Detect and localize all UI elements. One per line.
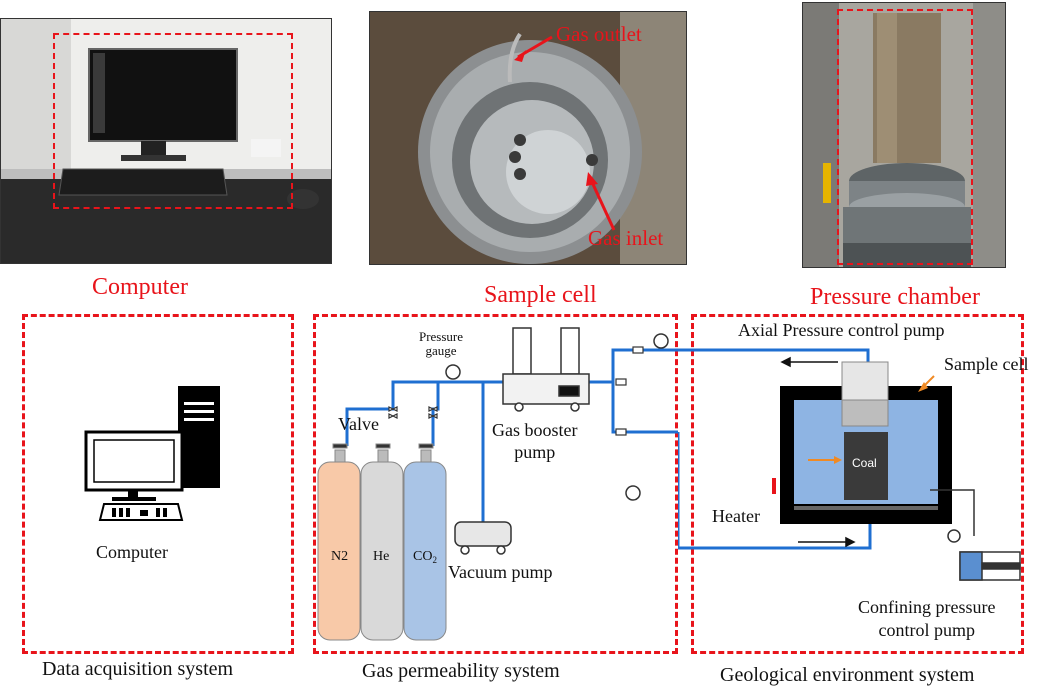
valve-label: Valve	[338, 414, 379, 434]
sample-cell-title: Sample cell	[484, 282, 597, 308]
coal-label: Coal	[852, 456, 877, 470]
pressure-chamber-photo-highlight	[837, 9, 973, 265]
gas-cylinders	[317, 443, 447, 641]
confining-pump-text: Confining pressure control pump	[858, 597, 996, 640]
confining-pump-label: Confining pressure control pump	[858, 596, 995, 642]
gas-booster-pump-text: Gas booster pump	[492, 420, 578, 462]
computer-photo	[0, 18, 332, 264]
computer-photo-drawing	[1, 19, 331, 263]
data-acquisition-box	[22, 314, 294, 654]
computer-title: Computer	[92, 274, 188, 300]
geological-environment-box	[691, 314, 1024, 654]
pressure-chamber-photo	[802, 2, 1006, 268]
sample-cell-label: Sample cell	[944, 354, 1029, 374]
cylinder-he-label: He	[373, 549, 389, 564]
computer-photo-highlight	[53, 33, 293, 209]
sample-cell-photo: Gas outlet Gas inlet	[369, 11, 687, 265]
pressure-chamber-title: Pressure chamber	[810, 284, 980, 310]
vacuum-pump-label: Vacuum pump	[448, 562, 553, 582]
pressure-gauge-text: Pressure gauge	[418, 329, 464, 358]
cylinder-n2-label: N2	[331, 549, 348, 564]
heater-icon	[772, 478, 776, 494]
axial-pump-label: Axial Pressure control pump	[738, 320, 945, 340]
vacuum-pump-icon	[454, 521, 512, 555]
computer-icon	[84, 386, 220, 521]
flow-arrow-icon	[780, 356, 856, 548]
gas-inlet-label: Gas inlet	[588, 226, 664, 250]
coal-sample	[844, 432, 888, 500]
sample-cell-photo-drawing	[370, 12, 686, 264]
cylinder-co2-label: CO2	[413, 549, 437, 565]
geological-environment-caption: Geological environment system	[720, 664, 975, 686]
gas-permeability-box	[313, 314, 678, 654]
gas-permeability-diagram: N2 He CO2	[317, 327, 678, 641]
confining-pressure-pump-icon	[959, 551, 1021, 581]
gas-permeability-caption: Gas permeability system	[362, 660, 560, 682]
gas-outlet-label: Gas outlet	[556, 22, 642, 46]
data-acquisition-caption: Data acquisition system	[42, 658, 234, 680]
geological-diagram	[678, 348, 1021, 581]
valve-icon	[388, 346, 644, 436]
computer-label: Computer	[96, 542, 168, 562]
pressure-gauge-label: Pressure gauge	[406, 330, 476, 358]
pressure-gauge-icon	[445, 333, 669, 501]
pressure-gauge-icon	[947, 529, 961, 543]
gas-booster-pump-icon	[502, 327, 590, 412]
heater-label: Heater	[712, 506, 760, 526]
gas-booster-pump-label: Gas booster pump	[492, 419, 577, 463]
